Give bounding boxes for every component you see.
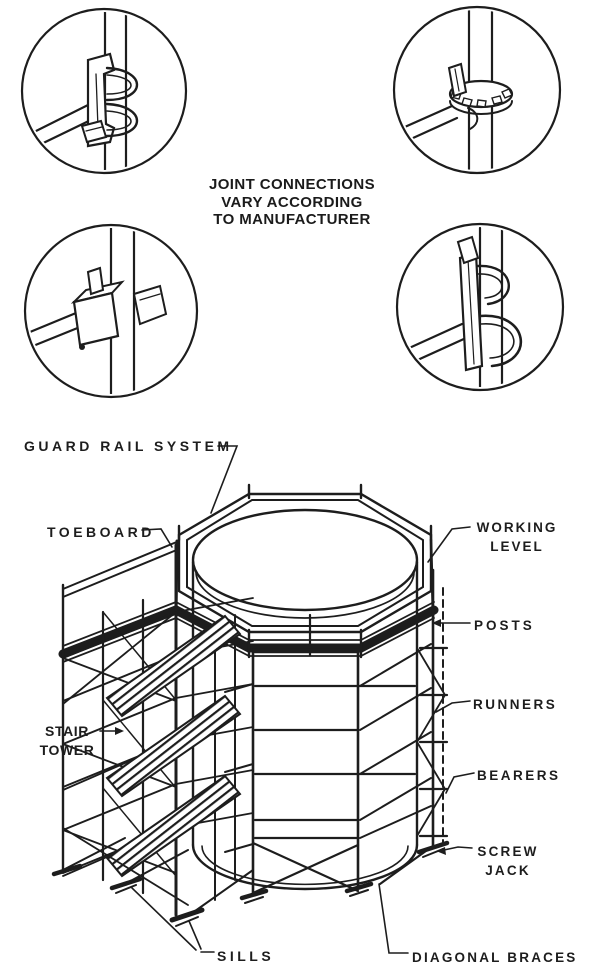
wedge-hook-joint-icon xyxy=(400,227,522,387)
label-toeboard: TOEBOARD xyxy=(47,524,155,540)
joint-inset-circle-top-left xyxy=(20,7,188,175)
right-diagonal-braces-and-bearers xyxy=(359,643,449,839)
label-sills: SILLS xyxy=(217,948,275,964)
label-posts: POSTS xyxy=(474,618,535,633)
tank xyxy=(191,508,419,891)
label-screw-jack: SCREW JACK xyxy=(477,844,539,878)
label-diagonal-braces: DIAGONAL BRACES xyxy=(412,950,578,965)
label-guard-rail-system: GUARD RAIL SYSTEM xyxy=(24,438,233,454)
u-bolt-clamp-joint-icon xyxy=(28,12,138,170)
joint-inset-circle-bottom-left xyxy=(23,223,199,399)
guard-rail-ring xyxy=(177,483,433,634)
joint-inset-circle-bottom-right xyxy=(395,222,565,392)
joint-inset-circle-top-right xyxy=(392,5,562,175)
label-stair-tower: STAIR TOWER xyxy=(39,723,95,758)
label-runners: RUNNERS xyxy=(473,697,558,712)
label-leader-lines xyxy=(99,445,475,954)
ring-rosette-joint-icon xyxy=(397,10,514,170)
cup-socket-joint-icon xyxy=(28,228,168,394)
label-bearers: BEARERS xyxy=(477,768,561,783)
base-screw-jacks-and-sills xyxy=(51,827,450,927)
joint-note: JOINT CONNECTIONS VARY ACCORDING TO MANU… xyxy=(209,176,375,228)
label-working-level: WORKING LEVEL xyxy=(476,520,558,554)
posts-and-runners xyxy=(251,568,444,895)
stair-tower-structure xyxy=(61,543,254,917)
